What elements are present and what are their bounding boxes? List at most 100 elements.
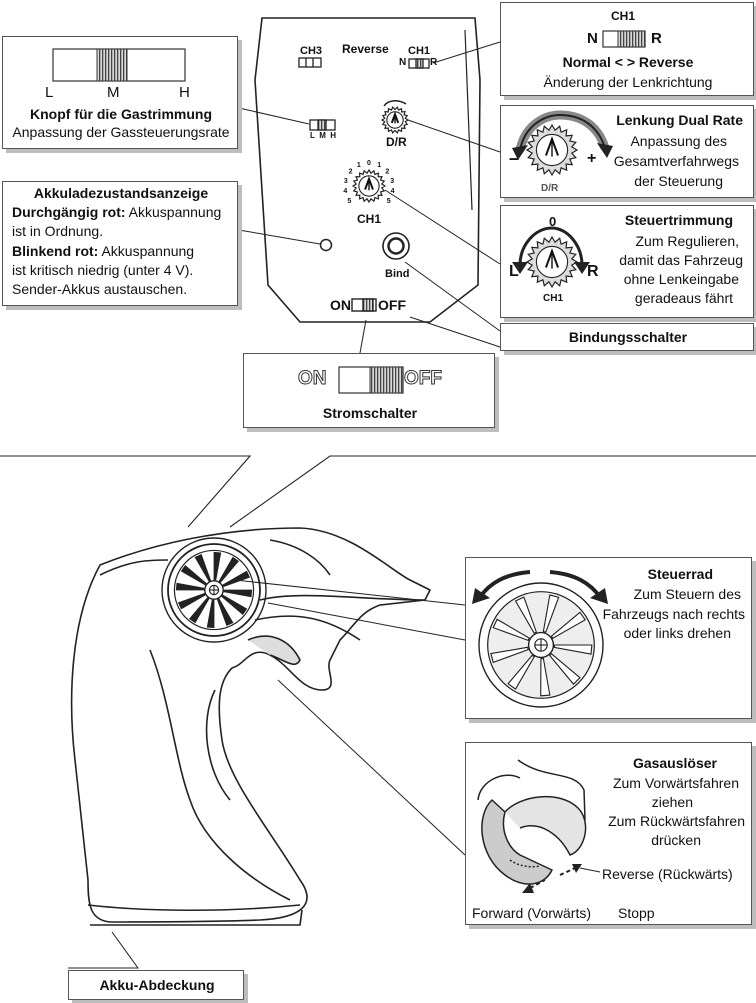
steering-trim-desc-3: ohne Lenkeingabe [623, 271, 739, 287]
wheel-detail [478, 582, 604, 708]
power-on-label: ON [298, 368, 327, 389]
panel-lmh-label: L M H [310, 131, 337, 140]
trigger-arrow-reverse-icon [572, 864, 582, 873]
dial-mark: 3 [390, 178, 394, 185]
control-panel [254, 17, 481, 323]
dial-mark: 1 [377, 162, 381, 169]
battery-indicator-callout: Akkuladezustandsanzeige Durchgängig rot:… [2, 181, 238, 306]
panel-ch1-switch[interactable] [408, 58, 430, 69]
dial-mark: 4 [343, 188, 347, 195]
steering-trim-title: Steuertrimmung [624, 212, 733, 228]
battery-blink-line: Blinkend rot: Akkuspannung [12, 242, 194, 261]
arrow-right-icon [590, 588, 608, 604]
power-off-label: OFF [404, 368, 443, 389]
panel-power-switch[interactable] [351, 298, 377, 312]
panel-ch1-label: CH1 [408, 45, 431, 57]
panel-dr-label: D/R [386, 135, 407, 149]
dial-mark: 5 [347, 198, 351, 205]
throttle-trim-callout: L M H Knopf für die Gastrimmung Anpassun… [2, 36, 238, 149]
battery-led [319, 238, 333, 252]
throttle-scale-m: M [107, 84, 120, 101]
throttle-scale-h: H [179, 84, 190, 101]
steering-trim-detail [525, 235, 579, 289]
panel-bind-label: Bind [385, 268, 410, 280]
leader-lines-lower [68, 579, 466, 969]
panel-on-label: ON [330, 297, 351, 313]
steering-wheel-callout: Steuerrad Zum Steuern des Fahrzeugs nach… [465, 557, 752, 719]
dual-rate-detail [525, 123, 579, 177]
trim-arrow-left-icon [512, 262, 528, 274]
reverse-switch-callout: CH1 N R Normal < > Reverse Änderung der … [500, 2, 754, 96]
trigger-forward-label: Forward (Vorwärts) [472, 905, 592, 921]
trigger-reverse-label: Reverse (Rückwärts) [602, 866, 733, 882]
battery-solid-text-2: ist in Ordnung. [12, 223, 104, 239]
zoom-lines [0, 455, 756, 528]
steering-trim-callout: 0 L R CH1 Steuertrimmung Zum Regulieren,… [500, 205, 754, 318]
trigger-detail [477, 759, 587, 885]
battery-solid-label: Durchgängig rot: [12, 204, 126, 220]
controller-body [70, 527, 431, 926]
trigger-desc-3: Zum Rückwärtsfahren [608, 813, 745, 829]
dual-rate-desc-3: der Steuerung [634, 173, 723, 189]
battery-solid-text-1: Akkuspannung [125, 204, 222, 220]
trigger-arrow-forward-icon [522, 883, 534, 893]
arrow-left-icon [472, 588, 490, 604]
controller-wheel [161, 537, 267, 643]
battery-solid-line: Durchgängig rot: Akkuspannung [12, 203, 221, 222]
dual-rate-desc-2: Gesamtverfahrwegs [613, 153, 739, 169]
battery-blink-label: Blinkend rot: [12, 243, 99, 259]
trigger-stop-label: Stopp [618, 905, 655, 921]
throttle-trigger-callout: Gasauslöser Zum Vorwärtsfahren ziehen Zu… [465, 742, 752, 925]
trigger-arrows [529, 867, 576, 889]
panel-off-label: OFF [378, 297, 406, 313]
panel-n-label: N [399, 57, 407, 68]
power-switch-graphic [338, 366, 404, 394]
dial-mark: 1 [357, 162, 361, 169]
bind-switch-callout: Bindungsschalter [500, 323, 754, 351]
panel-throttle-trim-knob[interactable] [309, 119, 336, 131]
dual-rate-arrow [512, 110, 613, 160]
throttle-trim-desc: Anpassung der Gassteuerungsrate [12, 124, 230, 140]
dial-mark: 5 [387, 198, 391, 205]
dial-mark: 2 [385, 169, 389, 176]
reverse-switch-graphic [602, 30, 646, 48]
panel-dr-knob[interactable] [380, 100, 410, 134]
dual-rate-minus: – [509, 148, 520, 168]
dial-mark: 0 [367, 160, 371, 167]
power-switch-callout: ON OFF Stromschalter [243, 353, 495, 428]
steering-trim-l: L [509, 263, 519, 280]
throttle-trim-title: Knopf für die Gastrimmung [30, 106, 212, 122]
dual-rate-callout: – + D/R Lenkung Dual Rate Anpassung des … [500, 105, 754, 198]
battery-blink-text-1: Akkuspannung [98, 243, 195, 259]
trigger-desc-2: ziehen [651, 794, 693, 810]
battery-cover-callout: Akku-Abdeckung [68, 970, 244, 1000]
dual-rate-dr-label: D/R [541, 183, 559, 194]
dial-mark: 2 [349, 169, 353, 176]
bind-button[interactable] [382, 232, 410, 260]
steering-trim-zero: 0 [549, 214, 557, 229]
trigger-desc-1: Zum Vorwärtsfahren [612, 775, 739, 791]
steering-trim-ch1: CH1 [543, 293, 564, 304]
battery-blink-text-2: ist kritisch niedrig (unter 4 V). [12, 262, 194, 278]
trigger-desc-4: drücken [651, 832, 701, 848]
panel-ch3-switch[interactable] [298, 57, 322, 68]
power-switch-title: Stromschalter [322, 405, 418, 421]
bind-switch-title: Bindungsschalter [568, 329, 688, 345]
throttle-trim-slider [52, 48, 186, 82]
leader-lines [238, 41, 501, 354]
steering-trim-arrows [518, 226, 584, 266]
reverse-switch-desc: Änderung der Lenkrichtung [543, 74, 713, 90]
battery-cover-label: Akku-Abdeckung [99, 977, 215, 993]
dial-mark: 4 [391, 188, 395, 195]
panel-ch3-label: CH3 [300, 45, 323, 57]
dual-rate-title: Lenkung Dual Rate [616, 112, 743, 128]
steering-wheel-desc-3: oder links drehen [623, 625, 731, 641]
panel-ch1-dial-label: CH1 [357, 212, 382, 226]
steering-wheel-title: Steuerrad [647, 566, 713, 582]
panel-reverse-label: Reverse [342, 42, 389, 56]
dial-mark: 3 [344, 178, 348, 185]
reverse-r-label: R [651, 30, 662, 47]
panel-r-label: R [430, 57, 438, 68]
steering-trim-desc-4: geradeaus fährt [634, 290, 733, 306]
